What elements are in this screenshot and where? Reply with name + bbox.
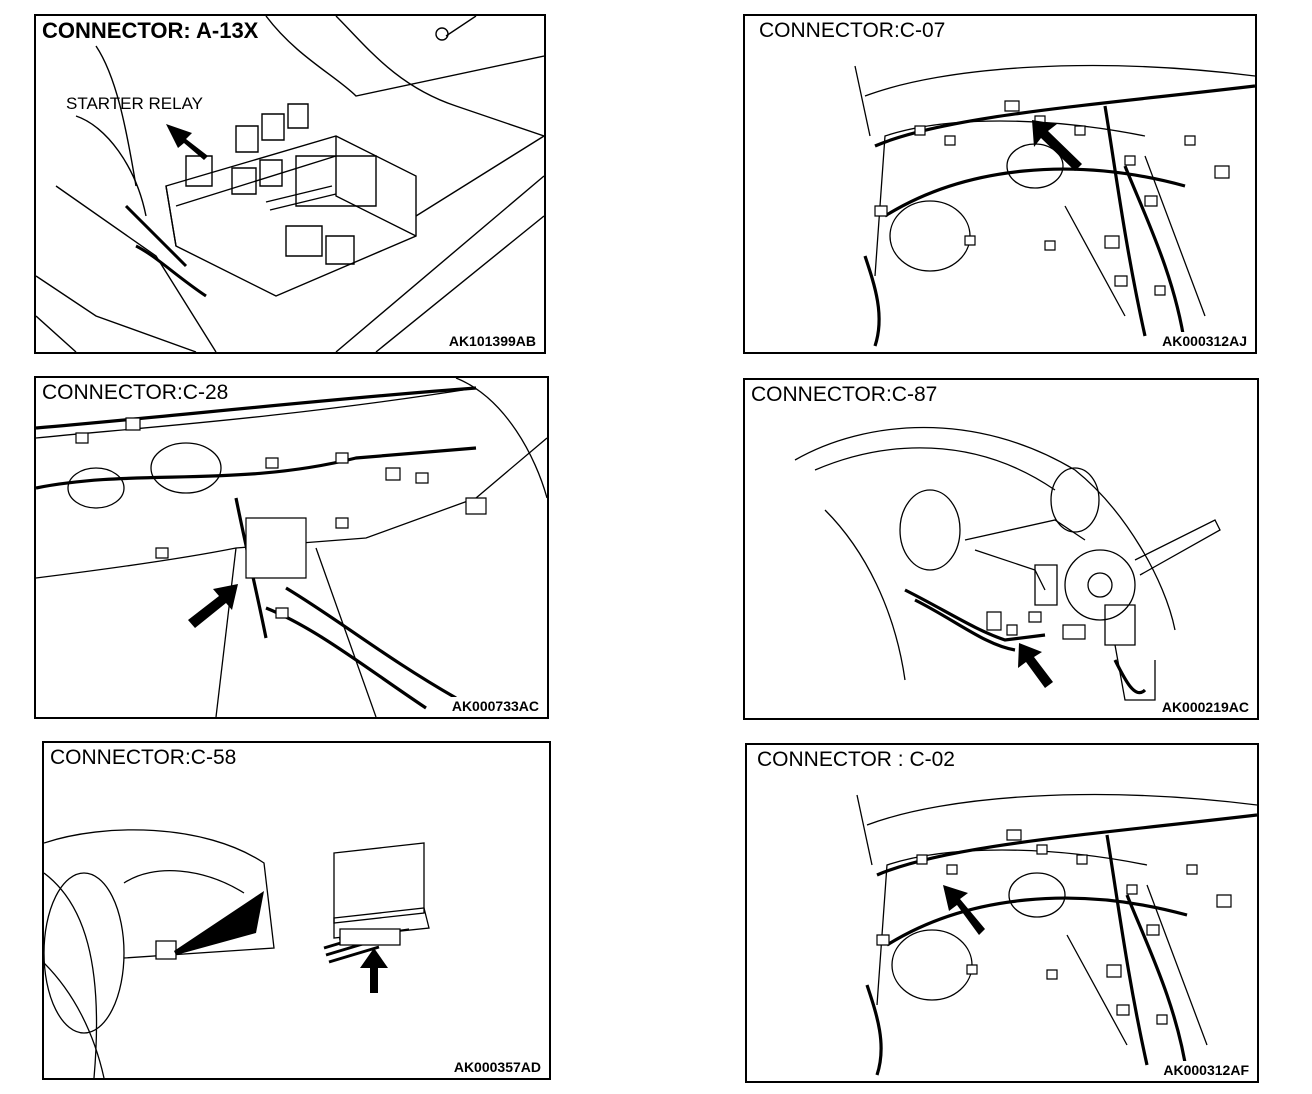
panel-title: CONNECTOR:C-87 [751,383,938,406]
figure-code: AK000312AF [1161,1061,1251,1079]
dashboard-center-harness-illustration [36,378,547,717]
panel-connector-a-13x: CONNECTOR: A-13X STARTER RELAY AK101399A… [34,14,546,354]
dashboard-harness-illustration [745,16,1255,352]
panel-title: CONNECTOR : C-02 [757,748,955,771]
panel-title: CONNECTOR: A-13X [42,18,259,43]
panel-title: CONNECTOR:C-28 [42,381,229,404]
underdash-module-illustration [44,743,549,1078]
panel-connector-c-87: CONNECTOR:C-87 AK000219AC [743,378,1259,720]
panel-connector-c-58: CONNECTOR:C-58 AK000357AD [42,741,551,1080]
pointer-arrow-icon [188,584,238,628]
pointer-arrow-icon [1032,120,1082,171]
figure-code: AK000733AC [449,697,541,715]
pointer-arrow-icon [943,885,985,935]
pointer-arrow-icon [1018,643,1053,688]
steering-column-switch-illustration [745,380,1257,718]
figure-code: AK000312AJ [1160,332,1249,350]
dashboard-harness-illustration [747,745,1257,1081]
figure-code: AK000357AD [451,1058,543,1076]
figure-code: AK101399AB [446,332,538,350]
panel-connector-c-07: CONNECTOR:C-07 AK000312AJ [743,14,1257,354]
panel-connector-c-02: CONNECTOR : C-02 AK000312AF [745,743,1259,1083]
pointer-arrow-icon [360,948,388,993]
panel-connector-c-28: CONNECTOR:C-28 AK000733AC [34,376,549,719]
panel-title: CONNECTOR:C-58 [50,746,237,769]
pointer-arrow-icon [166,124,208,160]
panel-title: CONNECTOR:C-07 [759,19,946,42]
engine-bay-relay-box-illustration [36,16,544,352]
starter-relay-label: STARTER RELAY [66,94,203,113]
figure-code: AK000219AC [1159,698,1251,716]
